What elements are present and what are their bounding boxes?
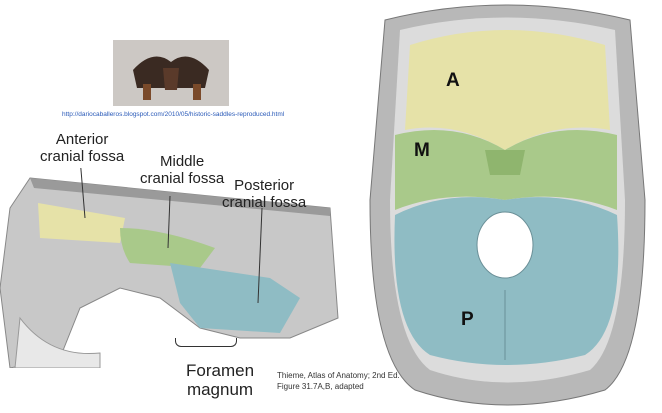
- posterior-fossa-region: [394, 197, 619, 365]
- label-M: M: [414, 140, 430, 161]
- label-line: cranial fossa: [140, 170, 225, 187]
- label-anterior-cranial-fossa: Anterior cranial fossa: [40, 131, 124, 165]
- label-foramen-magnum: Foramen magnum: [186, 361, 254, 399]
- credit-line: Figure 31.7A,B, adapted: [277, 382, 364, 391]
- middle-fossa-region: [120, 228, 215, 268]
- saddle-photo: [113, 40, 229, 106]
- foramen-bracket: [175, 338, 237, 347]
- label-line: Foramen: [186, 361, 255, 380]
- label-line: cranial fossa: [40, 148, 125, 165]
- credit-line: Thieme, Atlas of Anatomy; 2nd Ed.: [277, 371, 400, 380]
- label-posterior-cranial-fossa: Posterior cranial fossa: [222, 177, 306, 211]
- foramen-magnum-hole: [476, 211, 534, 279]
- anterior-fossa-region: [405, 30, 610, 150]
- label-P: P: [461, 309, 474, 330]
- sagittal-skull-illustration: [0, 157, 345, 369]
- label-line: cranial fossa: [222, 194, 307, 211]
- label-middle-cranial-fossa: Middle cranial fossa: [140, 153, 224, 187]
- label-A: A: [446, 70, 460, 91]
- posterior-fossa-region: [170, 263, 300, 333]
- label-line: Middle: [160, 153, 205, 170]
- figure-credit: Thieme, Atlas of Anatomy; 2nd Ed. Figure…: [277, 370, 400, 392]
- anterior-fossa-region: [38, 203, 125, 243]
- label-line: magnum: [186, 380, 254, 399]
- label-line: Anterior: [55, 131, 109, 148]
- photo-source-link[interactable]: http://dariocaballeros.blogspot.com/2010…: [62, 111, 285, 118]
- label-line: Posterior: [234, 177, 295, 194]
- skull-base-illustration: [355, 0, 660, 408]
